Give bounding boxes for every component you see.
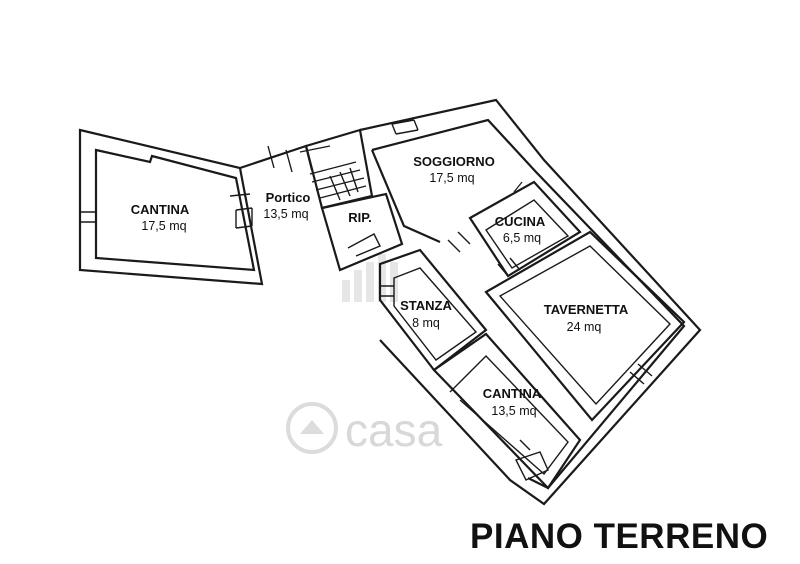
cantina-left-walls (78, 128, 264, 286)
rip-walls (320, 192, 404, 272)
label-cucina: CUCINA 6,5 mq (495, 214, 546, 245)
label-stanza: STANZA 8 mq (400, 298, 452, 330)
soggiorno-cucina-walls (370, 149, 582, 278)
main-outline (359, 98, 702, 506)
room-name-tavernetta: TAVERNETTA (544, 302, 629, 317)
room-area-cucina: 6,5 mq (503, 231, 541, 245)
room-name-stanza: STANZA (400, 298, 452, 313)
label-cantina-left: CANTINA 17,5 mq (131, 202, 190, 233)
room-area-cantina-bottom: 13,5 mq (491, 404, 536, 418)
room-name-cantina-bottom: CANTINA (483, 386, 542, 401)
room-name-portico: Portico (266, 190, 311, 205)
stairs (304, 128, 374, 210)
label-rip: RIP. (348, 210, 372, 225)
label-soggiorno: SOGGIORNO 17,5 mq (413, 154, 495, 185)
room-area-portico: 13,5 mq (263, 207, 308, 221)
tavernetta-walls (447, 230, 686, 422)
room-name-rip: RIP. (348, 210, 372, 225)
room-area-cantina-left: 17,5 mq (141, 219, 186, 233)
cantina-bottom-walls (432, 332, 582, 490)
watermark: casa (286, 402, 443, 456)
room-name-cantina-left: CANTINA (131, 202, 190, 217)
watermark-text: casa (345, 404, 443, 456)
label-tavernetta: TAVERNETTA 24 mq (544, 302, 629, 334)
room-area-stanza: 8 mq (412, 316, 440, 330)
label-cantina-bottom: CANTINA 13,5 mq (483, 386, 542, 418)
room-name-cucina: CUCINA (495, 214, 546, 229)
room-area-soggiorno: 17,5 mq (429, 171, 474, 185)
stanza-walls (378, 248, 488, 372)
label-portico: Portico 13,5 mq (263, 190, 310, 221)
floor-title: PIANO TERRENO (470, 517, 769, 556)
room-area-tavernetta: 24 mq (567, 320, 602, 334)
room-name-soggiorno: SOGGIORNO (413, 154, 495, 169)
